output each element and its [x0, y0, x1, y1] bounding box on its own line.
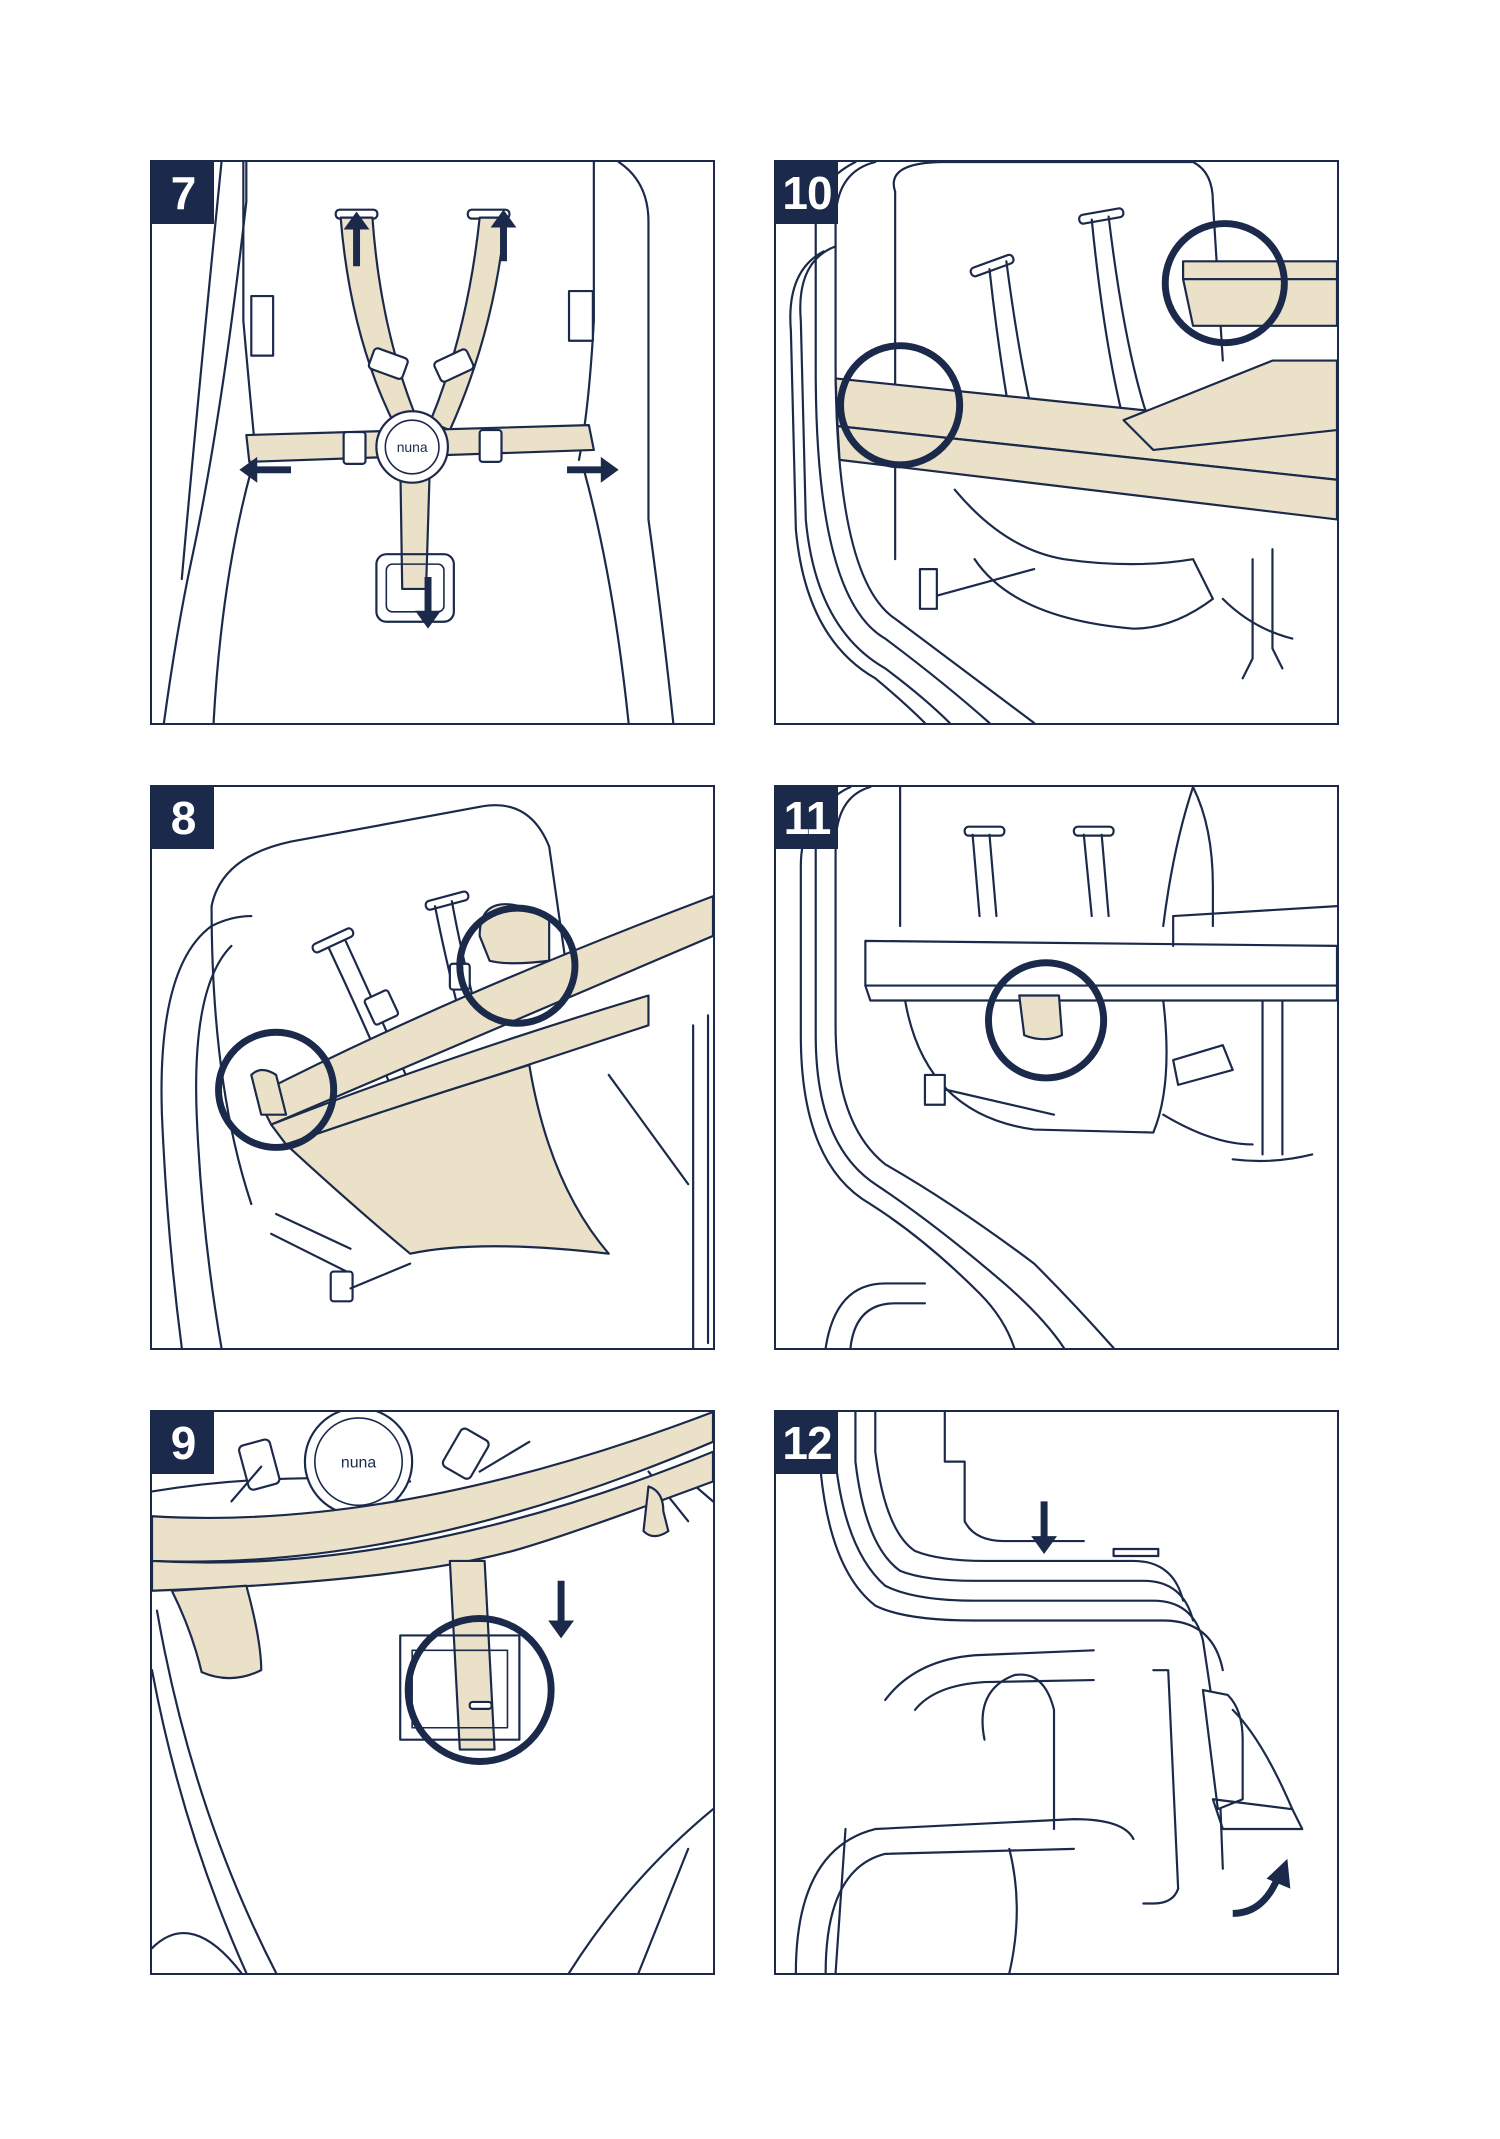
- step-9-illustration: nuna: [152, 1412, 713, 1973]
- buckle-logo: nuna: [397, 439, 428, 455]
- step-number: 7: [152, 162, 214, 224]
- step-12-illustration: [794, 1412, 1304, 1973]
- highlight-circle: [456, 904, 579, 1027]
- arrow-up-right-icon: [490, 209, 517, 262]
- highlight-circle: [837, 342, 964, 469]
- step-10-illustration: [789, 162, 1337, 723]
- step-11-panel: 11: [774, 785, 1339, 1350]
- arrow-down-icon: [548, 1580, 574, 1639]
- arrow-down-icon: [1031, 1501, 1057, 1554]
- step-11-illustration: [799, 787, 1337, 1348]
- arrow-down-icon: [415, 577, 441, 629]
- step-number: 10: [776, 162, 838, 224]
- step-number: 12: [776, 1412, 838, 1474]
- step-number: 11: [776, 787, 838, 849]
- highlight-circle: [404, 1615, 555, 1765]
- step-7-illustration: nuna: [162, 162, 675, 723]
- step-12-panel: 12: [774, 1410, 1339, 1975]
- arrow-left-icon: [239, 456, 292, 483]
- arrow-up-left-icon: [343, 211, 370, 267]
- step-8-panel: 8: [150, 785, 715, 1350]
- highlight-circle: [215, 1028, 338, 1151]
- step-9-panel: 9 nuna: [150, 1410, 715, 1975]
- highlight-circle: [985, 959, 1108, 1082]
- rotate-arrow-icon: [1232, 1858, 1291, 1917]
- step-10-panel: 10: [774, 160, 1339, 725]
- arrow-right-icon: [567, 456, 619, 483]
- step-number: 9: [152, 1412, 214, 1474]
- step-number: 8: [152, 787, 214, 849]
- step-7-panel: 7 nuna: [150, 160, 715, 725]
- buckle-logo: nuna: [341, 1455, 376, 1472]
- step-8-illustration: [160, 804, 713, 1348]
- highlight-circle: [1161, 220, 1288, 347]
